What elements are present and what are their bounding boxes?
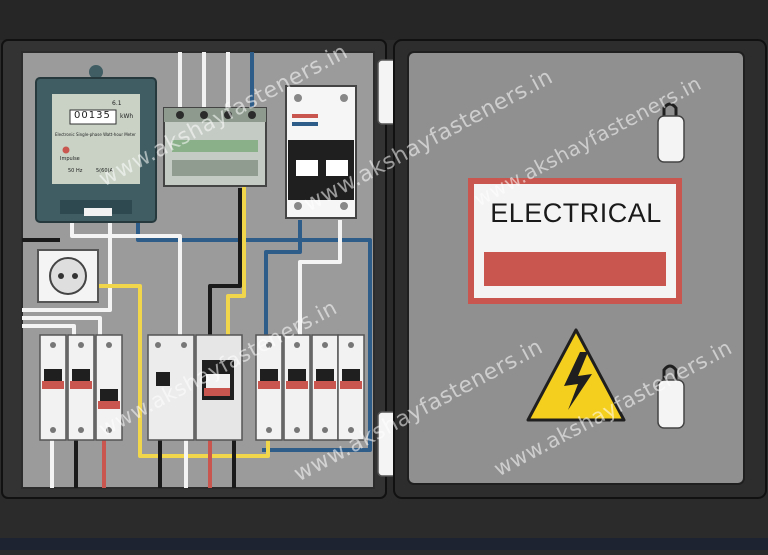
meter-frequency: 50 Hz [68,168,83,174]
rcd-module [147,334,243,441]
energy-meter [35,65,157,223]
cabinet-interior [1,39,387,499]
padlock-icon [657,102,685,429]
mcb-group-right [255,334,365,441]
electrical-sign [468,178,682,304]
meter-digits: 00135 [74,110,111,121]
lightning-bolt-icon [564,352,592,410]
meter-rating: 5(60)A [96,168,113,174]
meter-impulse-label: Impulse [60,156,80,162]
main-circuit-breaker [285,85,357,219]
cabinet-door [393,39,767,499]
warning-triangle-icon [526,328,626,422]
relay-module [163,107,267,187]
power-socket-icon [37,249,99,303]
meter-constant: 6.1 [112,100,122,107]
meter-description: Electronic Single-phase Watt-hour Meter [55,132,136,137]
meter-unit: kWh [120,113,134,120]
sign-title: ELECTRICAL [490,198,662,228]
mcb-group-left [39,334,123,441]
